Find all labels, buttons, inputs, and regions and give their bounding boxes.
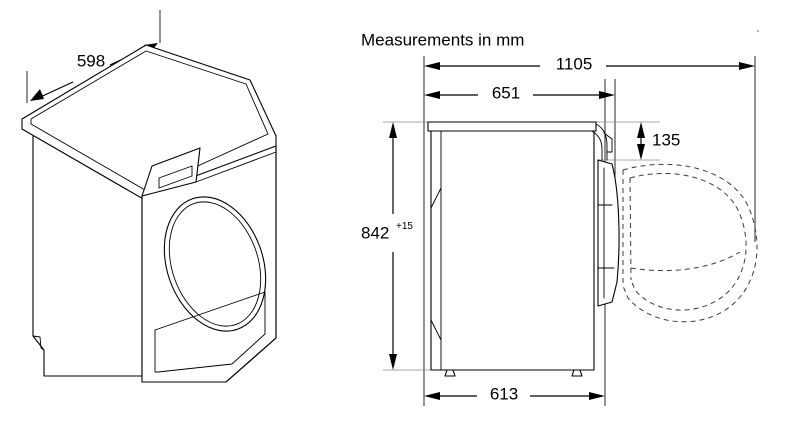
arrow-1105-left (424, 62, 440, 70)
foot-rear (444, 369, 456, 377)
front-bottom-edge (141, 337, 277, 383)
cabinet-body (430, 129, 595, 371)
door (163, 196, 267, 332)
dimension-613: 613 (424, 384, 605, 403)
top-lid-inner-edge (30, 50, 269, 191)
door-swing-envelope (622, 163, 758, 323)
dimension-label-598: 598 (77, 51, 105, 70)
dimension-label-613: 613 (490, 384, 518, 403)
front-top-fascia-inner (591, 130, 603, 161)
arrow-842-bottom (389, 354, 397, 370)
door-side (597, 159, 620, 307)
door-outer-ring (163, 196, 267, 332)
dimension-135: 135 (637, 122, 680, 160)
perspective-view: 598 (21, 10, 277, 383)
rear-upper-curve (430, 130, 442, 209)
dimension-label-135: 135 (652, 130, 680, 149)
bottom-flap (154, 291, 266, 373)
foot-front (571, 369, 583, 377)
arrow-left (30, 89, 44, 101)
dimension-label-842: 842 (361, 223, 389, 242)
control-lip (603, 132, 613, 153)
arrow-613-right (589, 392, 605, 400)
arrow-135-bottom (637, 144, 645, 160)
left-foot (32, 335, 45, 351)
arrow-651-right (599, 91, 615, 99)
dimension-651: 651 (424, 83, 615, 102)
dimension-label-1105: 1105 (556, 54, 593, 73)
dimension-tolerance-842: +15 (396, 221, 413, 232)
control-panel-top-seam (195, 151, 277, 183)
swing-outline-inner (629, 172, 747, 311)
swing-chord (630, 251, 741, 272)
appliance-side-profile (427, 121, 620, 377)
registration-mark (757, 30, 759, 32)
swing-outline-outer (622, 163, 758, 323)
side-view: Measurements in mm (361, 30, 759, 406)
drawing-title: Measurements in mm (361, 30, 524, 49)
arrow-1105-right (739, 62, 755, 70)
arrow-613-left (424, 392, 440, 400)
dimension-1105: 1105 (424, 54, 755, 73)
arrow-135-top (637, 122, 645, 138)
arrow-842-top (389, 122, 397, 138)
dimension-label-651: 651 (492, 83, 520, 102)
swing-outline-inner-back (629, 177, 632, 281)
door-inner-ring (168, 201, 262, 327)
arrow-651-left (424, 91, 440, 99)
rear-lower-curve (430, 299, 442, 371)
display-window (158, 165, 193, 189)
top-lid-side (427, 121, 597, 132)
dimension-842: 842 +15 (361, 122, 413, 370)
